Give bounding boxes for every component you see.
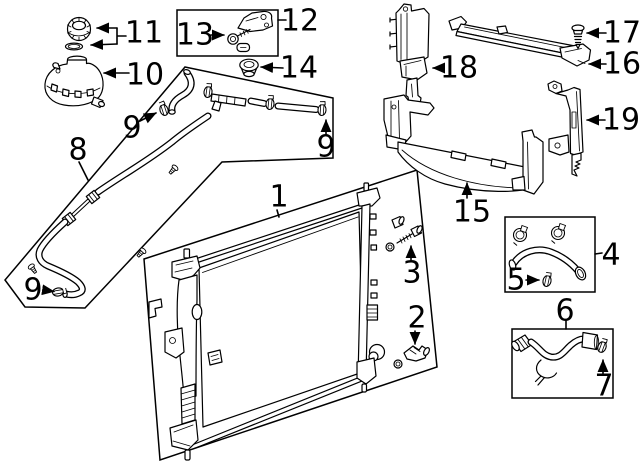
arrow-14 [260, 62, 284, 73]
arrow-9a [139, 112, 157, 124]
grommet-drawing[interactable] [239, 58, 259, 78]
callout-18[interactable]: 18 [440, 51, 478, 86]
callout-10[interactable]: 10 [126, 58, 164, 93]
callout-9-lower[interactable]: 9 [23, 273, 42, 308]
callout-7[interactable]: 7 [594, 369, 613, 404]
leader-1 [276, 209, 280, 218]
callout-15[interactable]: 15 [453, 195, 491, 230]
upper-sight-shield-drawing[interactable] [448, 15, 592, 67]
reservoir-cap-and-seal-drawing[interactable] [64, 16, 92, 51]
callout-labels: 1 2 3 4 5 6 7 8 9 9 9 10 11 12 13 14 15 … [23, 4, 640, 404]
clip-icon [207, 349, 223, 366]
drain-cock-drawing[interactable] [393, 345, 431, 369]
callout-17[interactable]: 17 [603, 16, 640, 51]
leader-11-bracket [116, 27, 127, 45]
callout-9-upper[interactable]: 9 [122, 111, 141, 146]
callout-4[interactable]: 4 [601, 238, 620, 273]
leader-4 [594, 252, 603, 255]
lower-air-baffle-drawing[interactable] [383, 94, 544, 195]
callout-5[interactable]: 5 [506, 263, 525, 298]
callout-6[interactable]: 6 [555, 294, 574, 329]
radiator-drawing[interactable] [143, 168, 438, 462]
callout-1[interactable]: 1 [269, 180, 288, 215]
lower-hose-drawing[interactable] [510, 328, 614, 399]
arrow-11-seal [90, 39, 118, 50]
callout-2[interactable]: 2 [407, 301, 426, 336]
reservoir-hose-assembly-drawing[interactable] [4, 66, 334, 309]
arrow-9c [41, 284, 55, 296]
coolant-reservoir-drawing[interactable] [44, 55, 106, 109]
callout-8[interactable]: 8 [68, 133, 87, 168]
callout-3[interactable]: 3 [402, 256, 421, 291]
callout-16[interactable]: 16 [603, 47, 640, 82]
clip-icon [148, 298, 163, 319]
screw-drawing[interactable] [227, 28, 251, 45]
callout-14[interactable]: 14 [280, 51, 318, 86]
left-air-baffle-drawing[interactable] [389, 3, 430, 105]
stud-fitting-drawing[interactable] [385, 215, 423, 252]
leader-8 [78, 161, 89, 181]
callout-9-right[interactable]: 9 [316, 130, 335, 165]
callout-19[interactable]: 19 [602, 103, 640, 138]
bracket-kit-drawing[interactable] [176, 9, 279, 57]
push-pin-retainer-drawing[interactable] [571, 24, 585, 50]
callout-12[interactable]: 12 [281, 4, 319, 39]
leader-lines [41, 19, 609, 376]
part8-outline-box [4, 66, 334, 309]
callout-11[interactable]: 11 [125, 16, 163, 51]
callout-13[interactable]: 13 [176, 18, 214, 53]
right-air-baffle-drawing[interactable] [547, 80, 584, 177]
radiator-right-tank [356, 182, 386, 393]
radiator-left-tank [164, 248, 203, 461]
